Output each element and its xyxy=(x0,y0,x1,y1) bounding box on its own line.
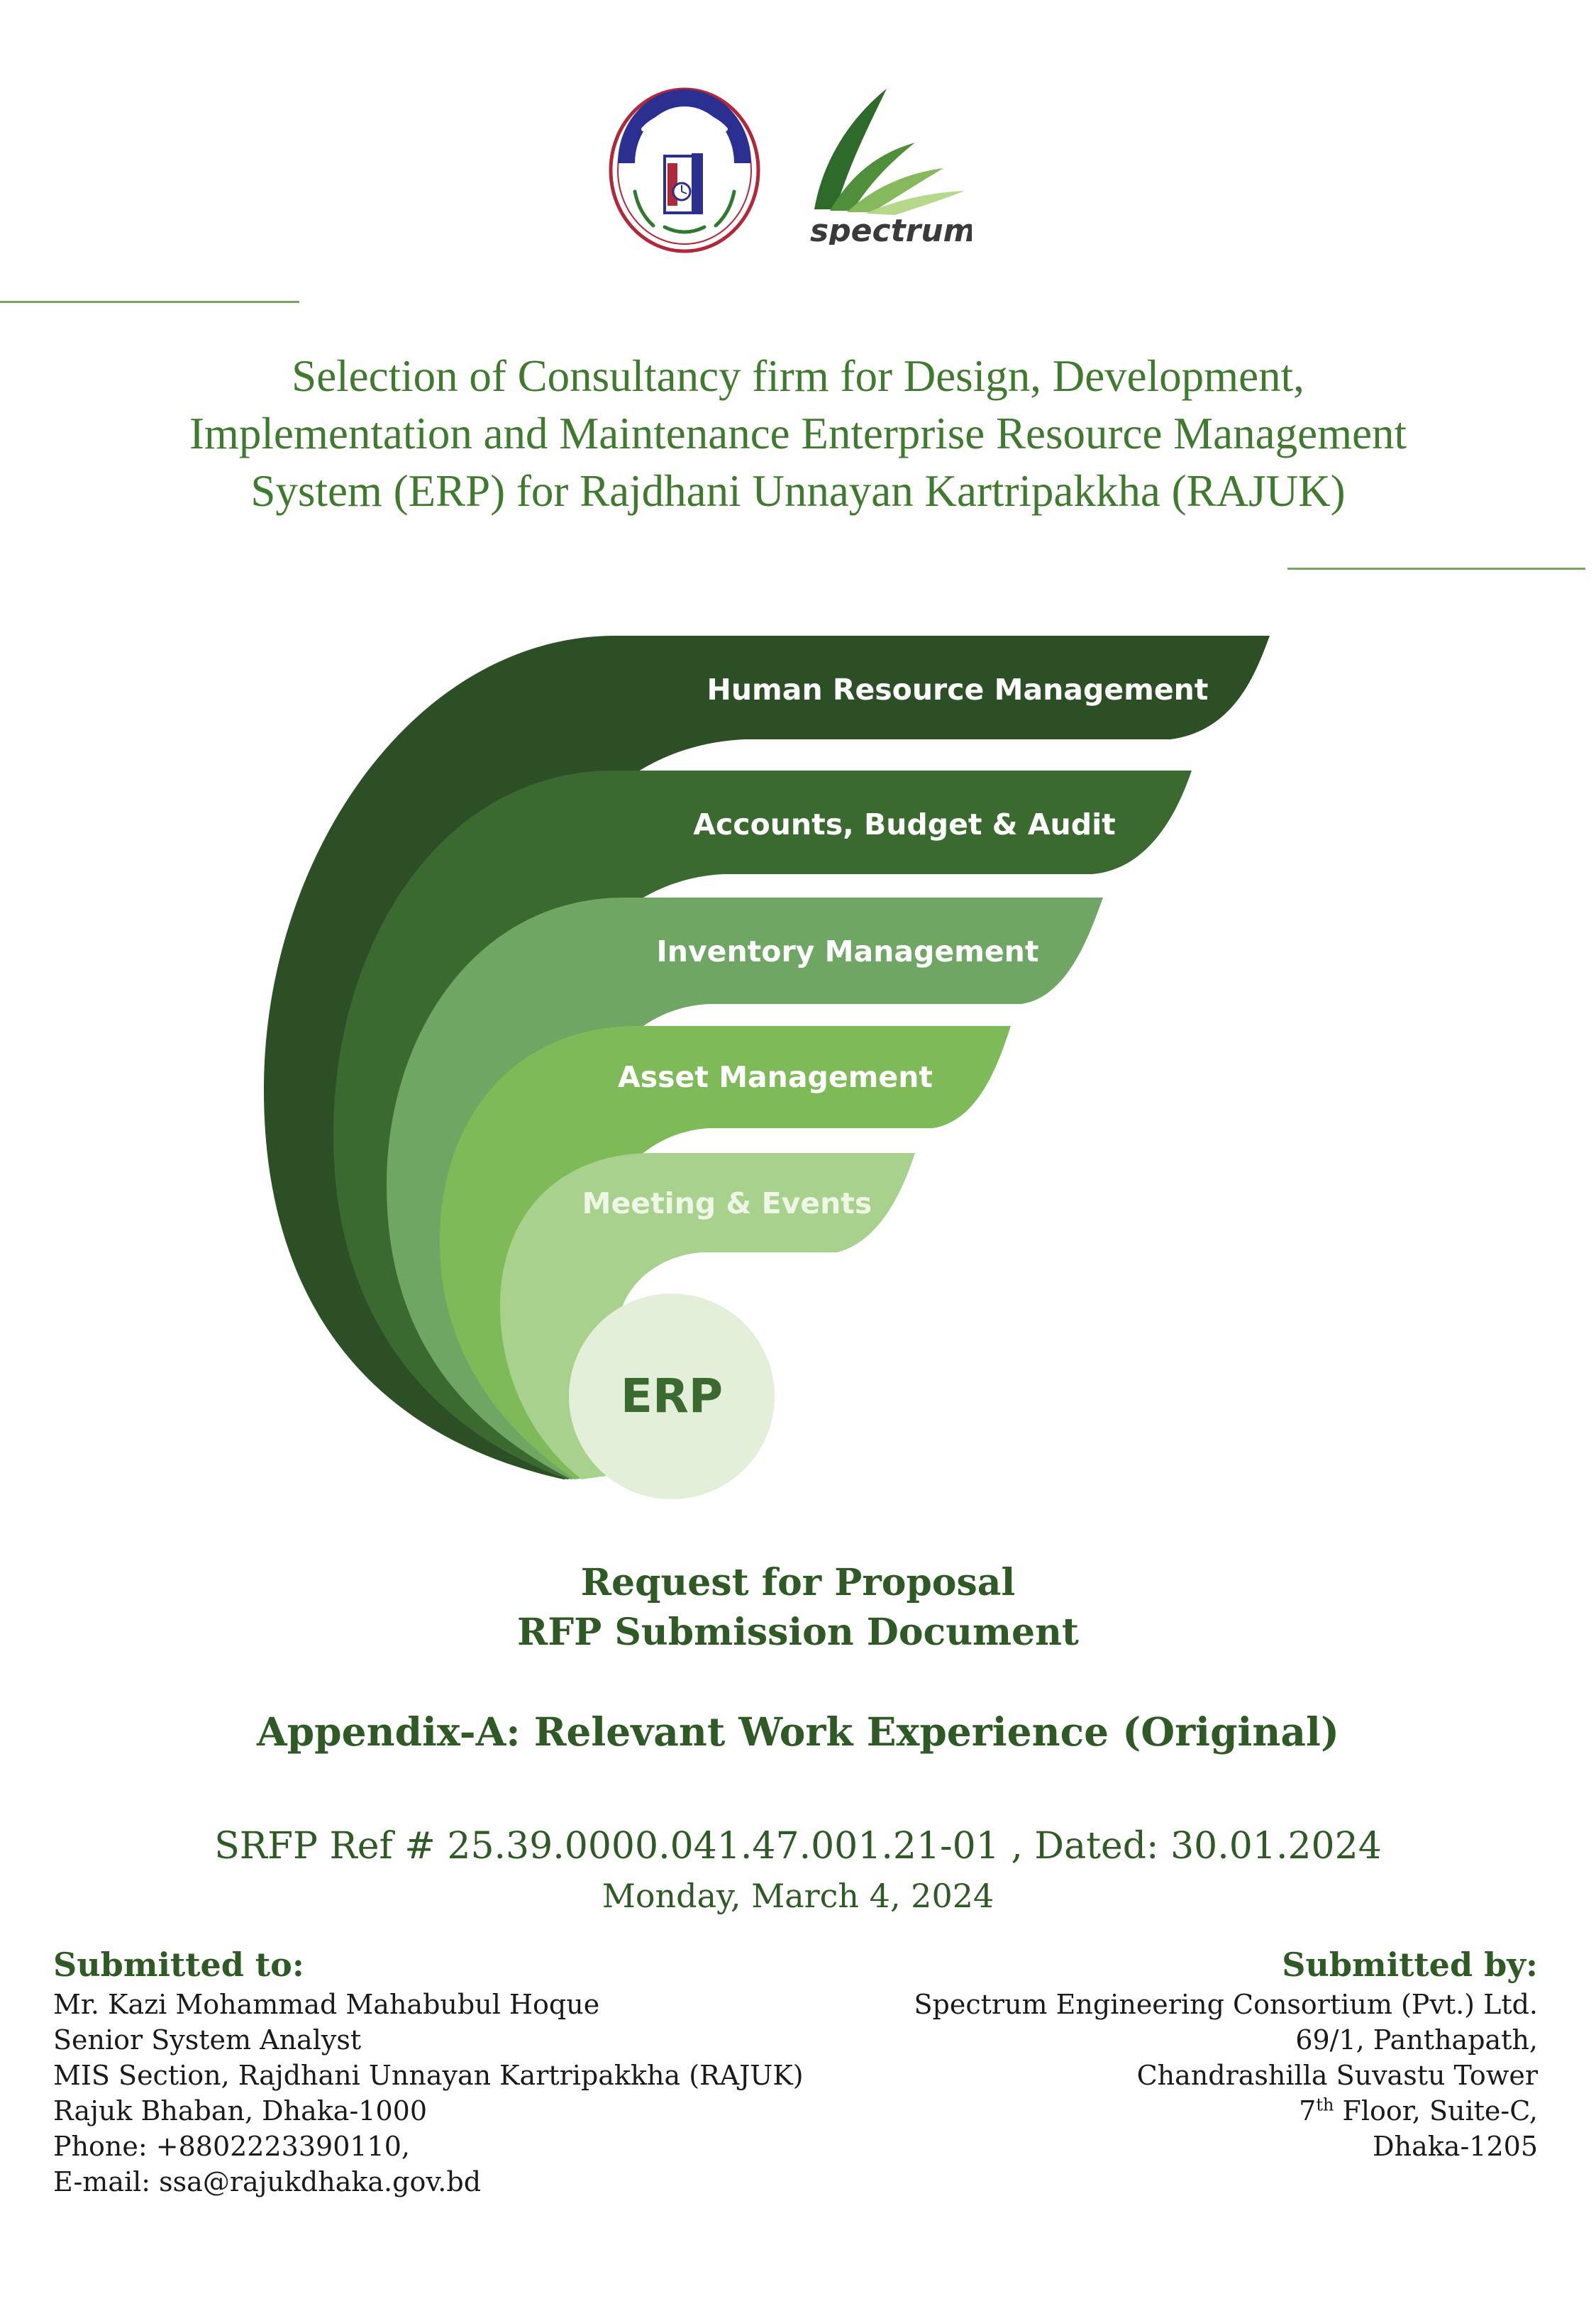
title-line-2: Implementation and Maintenance Enterpris… xyxy=(189,409,1407,458)
by-floor-number: 7 xyxy=(1299,2095,1317,2126)
submitted-to-heading: Submitted to: xyxy=(53,1946,304,1984)
label-accounts: Accounts, Budget & Audit xyxy=(693,807,1116,842)
erp-center-label: ERP xyxy=(621,1369,723,1423)
srfp-reference: SRFP Ref # 25.39.0000.041.47.001.21-01 ,… xyxy=(214,1825,1382,1868)
rfp-subtitle: RFP Submission Document xyxy=(517,1611,1079,1654)
label-asset: Asset Management xyxy=(618,1060,933,1094)
by-floor-suffix: th xyxy=(1316,2095,1334,2115)
label-meeting: Meeting & Events xyxy=(582,1186,872,1220)
erp-diagram: ERP Human Resource Management Accounts, … xyxy=(263,636,1270,1499)
to-line-designation: Senior System Analyst xyxy=(53,2024,362,2056)
rfp-title: Request for Proposal xyxy=(580,1561,1016,1604)
title-line-3: System (ERP) for Rajdhani Unnayan Kartri… xyxy=(250,466,1346,516)
top-left-rule xyxy=(0,301,299,303)
appendix-title: Appendix-A: Relevant Work Experience (Or… xyxy=(257,1709,1339,1755)
submitted-to-address: Mr. Kazi Mohammad Mahabubul Hoque Senior… xyxy=(53,1987,804,2200)
by-line-building: Chandrashilla Suvastu Tower xyxy=(1136,2060,1538,2091)
to-line-section: MIS Section, Rajdhani Unnayan Kartripakk… xyxy=(53,2060,804,2091)
rajuk-logo xyxy=(609,87,760,253)
submitted-by-heading: Submitted by: xyxy=(1282,1946,1538,1984)
submitted-by-address: Spectrum Engineering Consortium (Pvt.) L… xyxy=(914,1987,1539,2164)
label-inventory: Inventory Management xyxy=(657,934,1039,969)
by-line-floor: 7th Floor, Suite-C, xyxy=(914,2093,1538,2129)
by-line-city: Dhaka-1205 xyxy=(1373,2131,1538,2162)
label-human-resource: Human Resource Management xyxy=(707,673,1209,707)
main-title: Selection of Consultancy firm for Design… xyxy=(43,348,1553,520)
by-line-street: 69/1, Panthapath, xyxy=(1295,2024,1538,2056)
to-line-email: E-mail: ssa@rajukdhaka.gov.bd xyxy=(53,2166,482,2197)
title-line-1: Selection of Consultancy firm for Design… xyxy=(292,351,1304,401)
erp-center-circle xyxy=(569,1293,775,1499)
by-floor-rest: Floor, Suite-C, xyxy=(1334,2095,1538,2126)
spectrum-wordmark: spectrum xyxy=(810,213,972,245)
by-line-company: Spectrum Engineering Consortium (Pvt.) L… xyxy=(914,1989,1539,2020)
right-rule xyxy=(1287,568,1585,570)
to-line-name: Mr. Kazi Mohammad Mahabubul Hoque xyxy=(53,1989,600,2020)
document-date: Monday, March 4, 2024 xyxy=(602,1877,994,1915)
to-line-phone: Phone: +8802223390110, xyxy=(53,2131,410,2162)
spectrum-logo: spectrum xyxy=(810,89,972,245)
to-line-address: Rajuk Bhaban, Dhaka-1000 xyxy=(53,2095,427,2126)
